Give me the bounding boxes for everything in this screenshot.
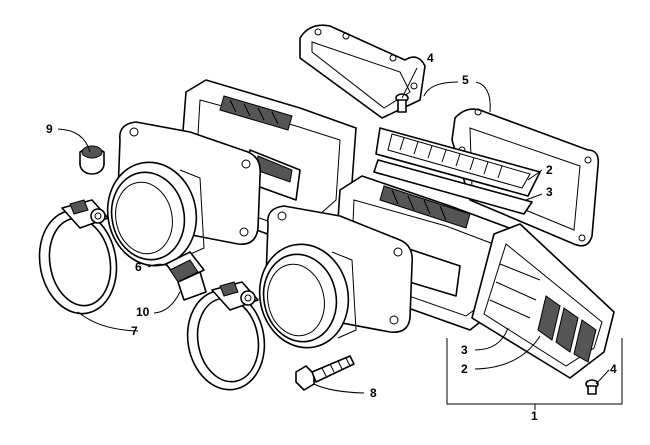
callout-3-upper: 3 (546, 185, 553, 199)
clamp-part-7-right (186, 281, 266, 391)
clamp-part-7-left (38, 199, 118, 315)
screw-part-4-lower (585, 379, 599, 395)
callout-4-lower: 4 (610, 362, 617, 376)
bracket-part-6 (165, 251, 207, 301)
leader-lines (57, 67, 623, 410)
callout-3-lower: 3 (461, 343, 468, 357)
callout-4-upper: 4 (427, 51, 434, 65)
callout-7: 7 (131, 324, 138, 338)
intake-boot-upper (106, 121, 262, 267)
bolt-part-8 (295, 355, 355, 391)
screw-part-4-upper (395, 93, 409, 113)
reed-valve-lower (471, 223, 615, 379)
callout-6: 6 (135, 260, 142, 274)
callout-5: 5 (462, 73, 469, 87)
cap-part-9 (79, 145, 105, 175)
callout-9: 9 (46, 122, 53, 136)
intake-boot-lower (258, 205, 414, 349)
callout-1: 1 (531, 409, 538, 423)
callout-2-upper: 2 (546, 163, 553, 177)
callout-10: 10 (136, 305, 150, 319)
callout-2-lower: 2 (461, 362, 468, 376)
reed-valve-upper (373, 127, 541, 215)
callout-8: 8 (370, 386, 377, 400)
